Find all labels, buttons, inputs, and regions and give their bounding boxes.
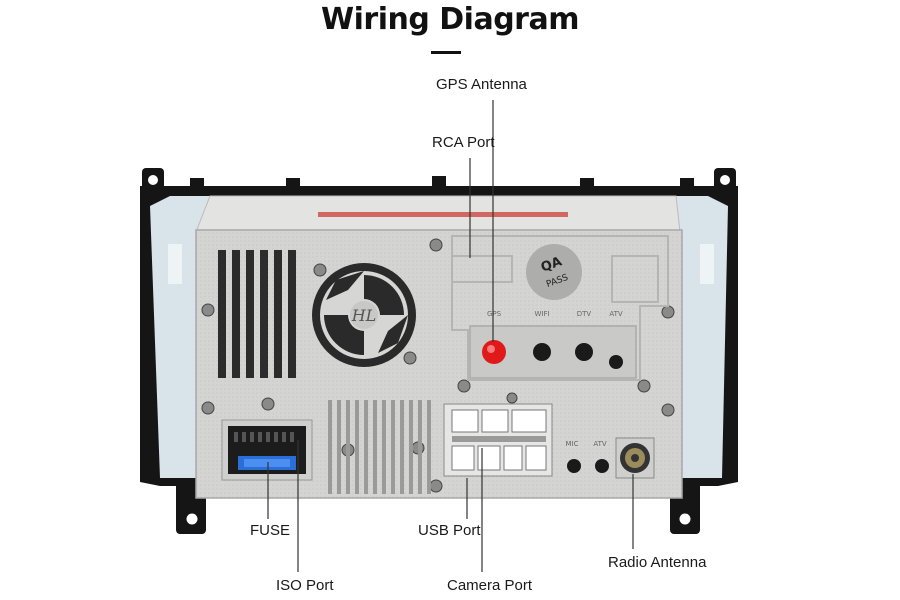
fuse-label: FUSE: [250, 522, 291, 539]
iso-port-label: ISO Port: [276, 577, 334, 594]
dtv-port-label: DTV: [577, 310, 592, 318]
qa-pass-sticker: QA PASS: [526, 244, 582, 300]
gps-port-label: GPS: [487, 310, 502, 318]
usb-camera-connector: [443, 403, 553, 477]
gps-antenna-label: GPS Antenna: [436, 76, 527, 93]
gps-connector: [482, 340, 506, 364]
svg-text:QA: QA: [539, 254, 564, 275]
rca-port-label: RCA Port: [432, 134, 495, 151]
radio-antenna-socket: [615, 437, 655, 479]
vent-slots-left: [218, 250, 296, 378]
page-title: Wiring Diagram: [321, 2, 579, 37]
atv-port-label: ATV: [609, 310, 623, 318]
mic-port-label: MIC: [566, 440, 579, 448]
camera-port-label: Camera Port: [447, 577, 533, 594]
leader-lines: [267, 100, 634, 572]
usb-port-label: USB Port: [418, 522, 481, 539]
radio-antenna-label: Radio Antenna: [608, 554, 707, 571]
wifi-port-label: WIFI: [534, 310, 549, 318]
atv2-port: [595, 459, 609, 473]
unit-logo: HL: [351, 306, 377, 325]
mic-port: [567, 459, 581, 473]
port-panel-frame: [451, 235, 669, 381]
atv2-port-label: ATV: [593, 440, 607, 448]
title-underline: [431, 51, 461, 54]
fan-grille: HL: [312, 263, 416, 367]
iso-connector: [221, 419, 313, 481]
vent-slots-bottom: [328, 400, 431, 494]
antenna-ports: [482, 340, 623, 369]
